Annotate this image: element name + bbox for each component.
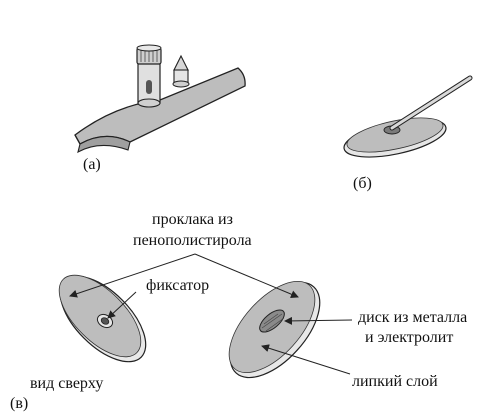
panel-label-a: (а)	[83, 156, 101, 173]
flat-disk-electrode	[343, 75, 473, 158]
fixator-label: фиксатор	[146, 277, 210, 294]
foam-label-line2: пенополистирола	[133, 232, 252, 249]
metal-disk-label-line2: и электролит	[365, 329, 454, 346]
panel-label-c: (в)	[10, 395, 29, 412]
adhesive-label: липкий слой	[352, 373, 438, 390]
left-disk-electrode	[58, 274, 147, 363]
metal-disk-label-line1: диск из металла	[358, 309, 468, 326]
foam-label-line1: проклака из	[152, 211, 233, 228]
top-view-label: вид сверху	[30, 375, 104, 392]
annotation-arrows	[69, 253, 353, 375]
electrode-fitting	[172, 54, 190, 88]
curved-plate-electrode	[74, 44, 246, 154]
electrode-cup	[136, 44, 162, 108]
panel-label-b: (б)	[353, 175, 372, 192]
right-disk-electrode	[228, 280, 321, 379]
